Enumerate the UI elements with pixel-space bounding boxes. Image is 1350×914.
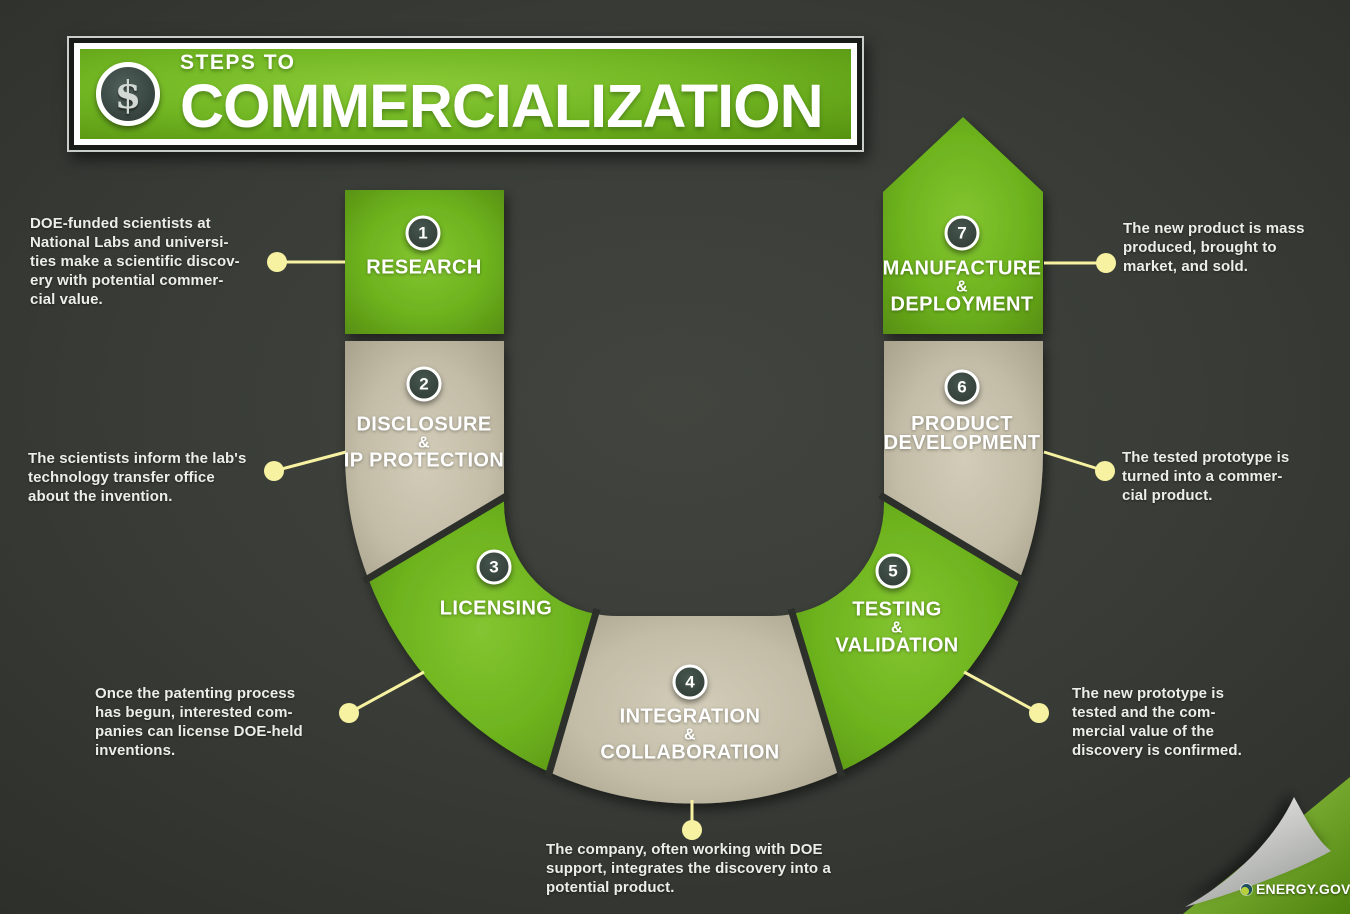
connector-dot xyxy=(682,820,702,840)
title-banner-inner: $ STEPS TO COMMERCIALIZATION xyxy=(74,43,857,145)
segment-label-licensing: LICENSING xyxy=(439,597,553,620)
segment-label-manufacture: MANUFACTURE & DEPLOYMENT xyxy=(882,257,1042,316)
segment-integration-shape xyxy=(549,614,839,804)
dollar-icon: $ xyxy=(96,62,160,126)
step-5-badge: 5 xyxy=(875,553,911,589)
step-4-badge: 4 xyxy=(672,664,708,700)
label-line: DEVELOPMENT xyxy=(883,432,1041,454)
label-line: & xyxy=(956,278,968,296)
step-2-badge: 2 xyxy=(406,366,442,402)
connector-dots xyxy=(264,252,1116,840)
connector-dot xyxy=(339,703,359,723)
segment-label-testing: TESTING & VALIDATION xyxy=(835,598,959,657)
label-line: INTEGRATION xyxy=(619,705,761,728)
step-1-badge: 1 xyxy=(405,215,441,251)
step-3-badge: 3 xyxy=(476,549,512,585)
connector-dot xyxy=(1095,461,1115,481)
connector-dot xyxy=(264,461,284,481)
step-5-description: The new prototype is tested and the com-… xyxy=(1072,685,1242,759)
brand-text: ENERGY.GOV xyxy=(1256,881,1350,897)
step-3-description: Once the patenting process has begun, in… xyxy=(95,685,303,759)
label-line: RESEARCH xyxy=(366,256,482,279)
segment-label-integration: INTEGRATION & COLLABORATION xyxy=(600,705,780,764)
label-line: DEPLOYMENT xyxy=(890,293,1034,316)
label-line: PRODUCT xyxy=(911,413,1013,435)
doe-seal-icon xyxy=(1241,883,1252,895)
step-6-badge: 6 xyxy=(944,369,980,405)
title-banner: $ STEPS TO COMMERCIALIZATION xyxy=(67,36,864,152)
page-curl xyxy=(1183,777,1350,914)
segment-label-product-development: PRODUCT DEVELOPMENT xyxy=(883,413,1041,454)
connector-dot xyxy=(267,252,287,272)
segment-testing-shape xyxy=(792,498,1020,772)
label-line: COLLABORATION xyxy=(600,741,780,764)
label-line: LICENSING xyxy=(439,597,553,620)
connector-dot xyxy=(1029,703,1049,723)
step-7-description: The new product is mass produced, brough… xyxy=(1123,220,1305,275)
process-ring xyxy=(344,117,1044,804)
segment-label-disclosure: DISCLOSURE & IP PROTECTION xyxy=(343,413,505,472)
banner-kicker: STEPS TO xyxy=(180,50,296,74)
step-6-description: The tested prototype is turned into a co… xyxy=(1122,449,1290,504)
label-line: & xyxy=(684,726,696,744)
footer-brand: ENERGY.GOV xyxy=(1241,881,1350,897)
label-line: IP PROTECTION xyxy=(343,449,505,472)
label-line: DISCLOSURE xyxy=(356,413,492,436)
step-7-badge: 7 xyxy=(944,215,980,251)
title-text-block: STEPS TO COMMERCIALIZATION xyxy=(180,50,824,140)
segment-dividers xyxy=(362,491,1026,779)
label-line: & xyxy=(891,619,903,637)
label-line: TESTING xyxy=(852,598,942,621)
step-4-description: The company, often working with DOE supp… xyxy=(546,841,831,896)
segment-research-shape xyxy=(345,190,504,334)
label-line: & xyxy=(418,434,430,452)
step-1-description: DOE-funded scientists at National Labs a… xyxy=(30,215,240,308)
label-line: MANUFACTURE xyxy=(882,257,1042,280)
segment-licensing-shape xyxy=(368,498,596,772)
step-2-description: The scientists inform the lab's technolo… xyxy=(28,450,247,505)
label-line: VALIDATION xyxy=(835,634,959,657)
segment-label-research: RESEARCH xyxy=(366,256,482,279)
page-curl-fold xyxy=(1185,797,1331,907)
connector-dot xyxy=(1096,253,1116,273)
page-title: COMMERCIALIZATION xyxy=(180,71,824,140)
